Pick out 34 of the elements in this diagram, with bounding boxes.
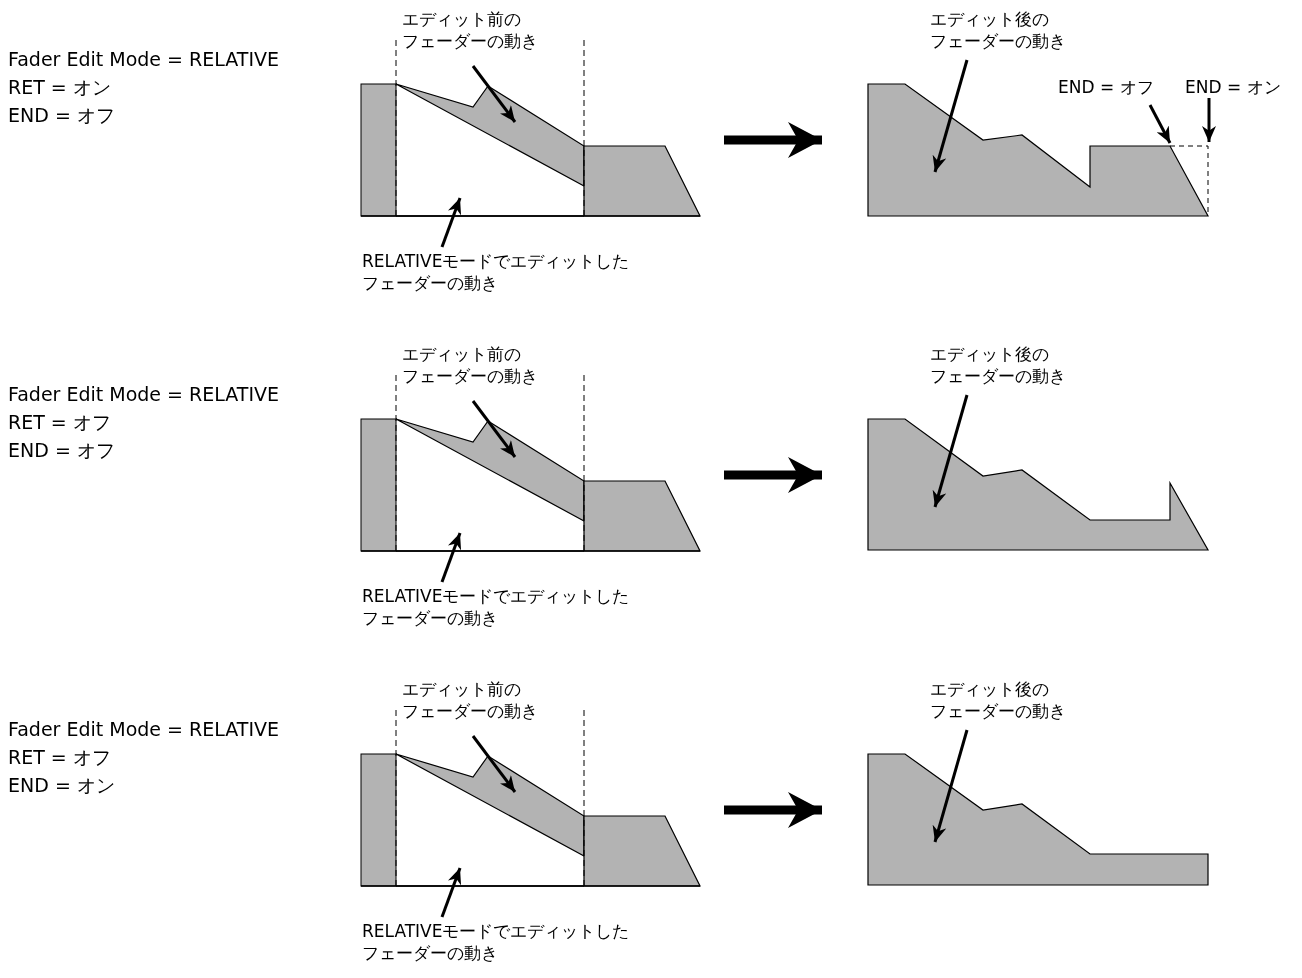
leader-arrow bbox=[471, 735, 517, 793]
callout-label: エディット後のフェーダーの動き bbox=[930, 8, 1072, 52]
leader-arrow bbox=[1148, 104, 1172, 144]
setting-label: RET = オフ bbox=[8, 410, 111, 435]
setting-label: END = オフ bbox=[8, 103, 115, 128]
setting-label: END = オフ bbox=[8, 438, 115, 463]
leader-arrow bbox=[932, 59, 969, 173]
leader-arrow bbox=[440, 867, 462, 918]
callout-label: エディット前のフェーダーの動き bbox=[402, 343, 544, 387]
callout-label: END = オフ bbox=[1058, 76, 1154, 98]
leader-arrow bbox=[440, 197, 462, 248]
callout-label: エディット前のフェーダーの動き bbox=[402, 678, 544, 722]
arrow bbox=[724, 457, 822, 493]
leader-arrow bbox=[932, 394, 969, 508]
setting-label: END = オン bbox=[8, 773, 115, 798]
setting-label: RET = オフ bbox=[8, 745, 111, 770]
callout-label: エディット前のフェーダーの動き bbox=[402, 8, 544, 52]
callout-label: エディット後のフェーダーの動き bbox=[930, 343, 1072, 387]
leader-arrow bbox=[471, 400, 517, 458]
setting-label: RET = オン bbox=[8, 75, 111, 100]
callout-label: END = オン bbox=[1185, 76, 1281, 98]
setting-label: Fader Edit Mode = RELATIVE bbox=[8, 47, 279, 72]
setting-label: Fader Edit Mode = RELATIVE bbox=[8, 382, 279, 407]
leader-arrow bbox=[1202, 98, 1216, 142]
arrow bbox=[724, 792, 822, 828]
callout-label: RELATIVEモードでエディットしたフェーダーの動き bbox=[362, 250, 662, 294]
setting-label: Fader Edit Mode = RELATIVE bbox=[8, 717, 279, 742]
callout-label: RELATIVEモードでエディットしたフェーダーの動き bbox=[362, 920, 662, 964]
callout-label: エディット後のフェーダーの動き bbox=[930, 678, 1072, 722]
arrow bbox=[724, 122, 822, 158]
leader-arrow bbox=[932, 729, 969, 843]
callout-label: RELATIVEモードでエディットしたフェーダーの動き bbox=[362, 585, 662, 629]
leader-arrow bbox=[471, 65, 517, 123]
leader-arrow bbox=[440, 532, 462, 583]
